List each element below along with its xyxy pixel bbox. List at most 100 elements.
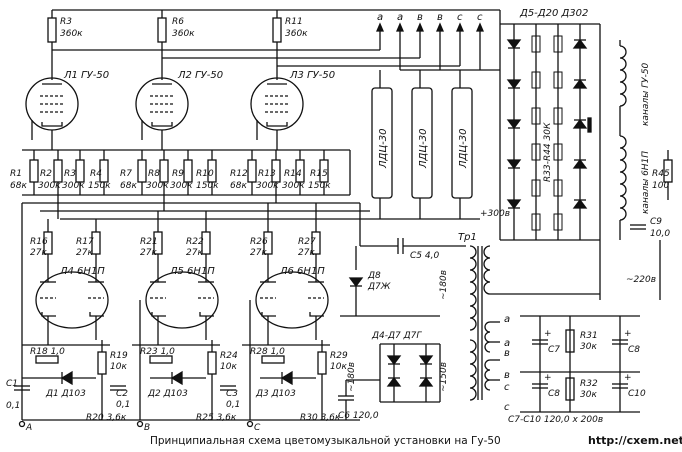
label-c9: C9: [650, 217, 662, 227]
tube-l3: Л3 ГУ-50: [250, 66, 335, 150]
lamp-3-label: ЛДЦ-30: [458, 129, 469, 169]
pin-a1: а: [377, 12, 383, 23]
resistor-r4: R4 150к: [88, 150, 111, 195]
transformer-tr1: Тр1 ~180в ~150в: [439, 232, 600, 401]
label-l6: Л6 6Н1П: [279, 266, 325, 277]
value-r12: 68к: [230, 181, 247, 191]
label-d3: Д3 Д103: [255, 389, 296, 399]
label-r24: R24: [220, 351, 238, 361]
label-kanaly-gu50: каналы ГУ-50: [641, 62, 651, 126]
label-c8-b: C8: [628, 345, 640, 355]
label-kanaly-6n1p: каналы 6Н1П: [641, 151, 651, 214]
pin-b1: в: [417, 12, 423, 23]
lamp-2-label: ЛДЦ-30: [418, 129, 429, 169]
value-r9: 300к: [170, 181, 193, 191]
svg-text:+: +: [624, 329, 632, 339]
resistor-r12: R12 68к: [230, 150, 257, 195]
resistor-r15: R15 150к: [308, 150, 331, 195]
tap-c2: с: [504, 402, 510, 413]
value-r32: 30к: [580, 390, 597, 400]
svg-text:+: +: [544, 329, 552, 339]
label-r32: R32: [580, 379, 598, 389]
label-r10: R10: [196, 169, 214, 179]
input-stage-b: R23 1,0 Д2 Д103 R24 10к C3 0,1 R25 3,6к …: [132, 300, 250, 433]
resistor-r3b: R3 300к: [62, 150, 85, 195]
label-r18: R18 1,0: [30, 347, 65, 357]
pin-a2: а: [397, 12, 403, 23]
label-r1: R1: [10, 169, 22, 179]
label-r21: R21: [140, 237, 158, 247]
label-r15: R15: [310, 169, 328, 179]
input-stage-c: R28 1,0 Д3 Д103 R29 10к R30 3,6к С: [242, 300, 360, 433]
label-r11: R11: [285, 17, 303, 27]
resistor-r10: R10 150к: [196, 150, 219, 195]
tube-l1: Л1 ГУ-50: [25, 50, 109, 150]
channel-inductors: каналы ГУ-50 каналы 6Н1П R45 100 C9 10,0…: [599, 40, 673, 300]
value-c2: 0,1: [116, 400, 130, 410]
label-l1: Л1 ГУ-50: [63, 70, 109, 81]
label-l3: Л3 ГУ-50: [289, 70, 335, 81]
resistor-r16: R16 27к: [30, 219, 53, 258]
label-r31: R31: [580, 331, 598, 341]
label-180v: ~180в: [439, 270, 449, 300]
value-r16: 27к: [30, 248, 47, 258]
label-220v: ~220в: [626, 275, 656, 285]
divider-rail: [22, 149, 351, 196]
label-r20: R20 3,6к: [86, 413, 127, 423]
resistor-r7: R7 68к: [120, 150, 147, 195]
label-r4: R4: [90, 169, 102, 179]
top-rail: [51, 9, 500, 18]
lamp-1-label: ЛДЦ-30: [378, 129, 389, 169]
capacitor-c6: C6 120,0: [338, 379, 380, 421]
tap-b2: в: [504, 370, 510, 381]
resistor-r17: R17 27к: [76, 219, 101, 258]
value-r19: 10к: [110, 362, 127, 372]
label-r33-r44: R33-R44 30К: [543, 122, 553, 182]
rectifier-bank: Д5-Д20 Д302 R33-R44 3: [499, 8, 601, 241]
pin-b2: в: [437, 12, 443, 23]
label-c7-c10: C7-C10 120,0 х 200в: [508, 415, 603, 425]
label-r6: R6: [172, 17, 184, 27]
tap-a1: а: [504, 314, 510, 325]
resistor-r13: R13 300к: [256, 150, 281, 195]
input-stage-a: R18 1,0 Д1 Д103 C1 0,1 R19 10к C2 0,1 R2…: [6, 340, 140, 433]
label-r23: R23 1,0: [140, 347, 175, 357]
label-r29: R29: [330, 351, 348, 361]
label-d2: Д2 Д103: [147, 389, 188, 399]
value-r13: 300к: [256, 181, 279, 191]
label-r45: R45: [652, 169, 670, 179]
resistor-r14: R14 300к: [282, 150, 305, 195]
value-c3: 0,1: [226, 400, 240, 410]
value-r8: 300к: [146, 181, 169, 191]
resistor-r3-anode: R3 360к: [47, 17, 380, 51]
resistor-r22: R22 27к: [186, 211, 211, 258]
label-d5-d20: Д5-Д20 Д302: [519, 8, 588, 19]
value-r11: 360к: [285, 29, 308, 39]
tap-a2: а: [504, 338, 510, 349]
tube-l2: Л2 ГУ-50: [135, 58, 223, 150]
value-r3: 360к: [60, 29, 83, 39]
value-r17: 27к: [76, 248, 93, 258]
label-r28: R28 1,0: [250, 347, 285, 357]
value-r4: 150к: [88, 181, 111, 191]
label-r16: R16: [30, 237, 48, 247]
lamp-1: ЛДЦ-30: [371, 70, 393, 219]
secondary-taps: а а в в с с: [490, 314, 510, 413]
filter-bank-c7-c10: + C7 + C8 R31 30к R32 30к + C8 + C10 C7-…: [508, 315, 646, 425]
label-r9: R9: [172, 169, 184, 179]
label-c1: C1: [6, 379, 18, 389]
value-r29: 10к: [330, 362, 347, 372]
label-d8: Д8: [367, 271, 381, 281]
tube-l6: Л6 6Н1П: [255, 254, 329, 345]
value-r14: 300к: [282, 181, 305, 191]
label-c10: C10: [628, 389, 646, 399]
value-r22: 27к: [186, 248, 203, 258]
label-r14: R14: [284, 169, 302, 179]
label-r3: R3: [60, 17, 72, 27]
resistor-r11-anode: R11 360к: [272, 17, 460, 67]
resistor-r6-anode: R6 360к: [157, 17, 420, 59]
value-r1: 68к: [10, 181, 27, 191]
label-r13: R13: [258, 169, 276, 179]
label-c8: C8: [548, 389, 560, 399]
